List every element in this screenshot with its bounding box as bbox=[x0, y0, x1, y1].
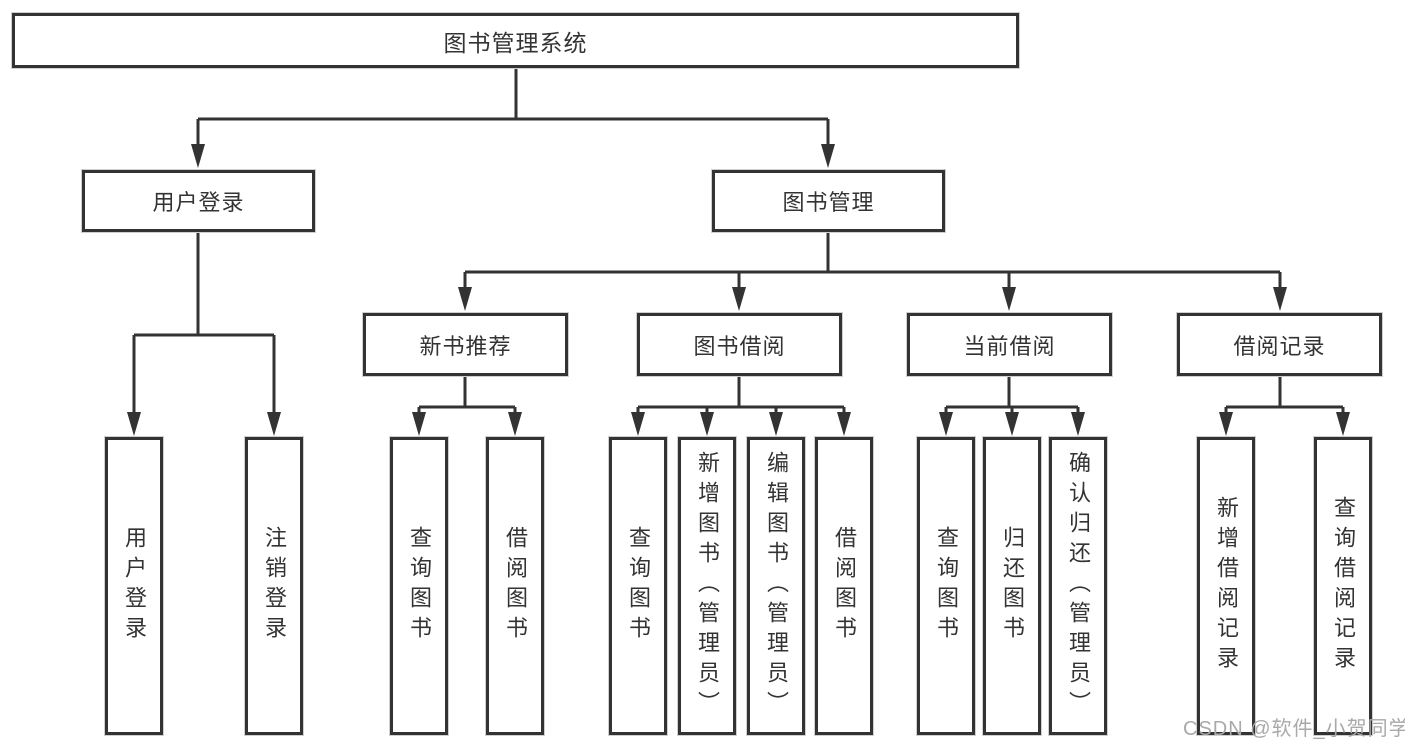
leaf-add-borrow-record: 新增借阅记录 bbox=[1197, 437, 1255, 735]
leaf-query-books-borrow: 查询图书 bbox=[609, 437, 667, 735]
leaf-borrow-books-recommend: 借阅图书 bbox=[486, 437, 544, 735]
leaf-confirm-return-admin: 确认归还（管理员） bbox=[1049, 437, 1107, 735]
arrowheads bbox=[127, 144, 1350, 436]
leaf-query-books-current: 查询图书 bbox=[917, 437, 975, 735]
leaf-query-borrow-record: 查询借阅记录 bbox=[1314, 437, 1372, 735]
node-borrow-records: 借阅记录 bbox=[1177, 313, 1382, 376]
leaf-borrow-books: 借阅图书 bbox=[815, 437, 873, 735]
node-current-borrow: 当前借阅 bbox=[907, 313, 1112, 376]
node-book-borrow: 图书借阅 bbox=[637, 313, 842, 376]
leaf-query-books-recommend: 查询图书 bbox=[390, 437, 448, 735]
node-new-book-recommend: 新书推荐 bbox=[363, 313, 568, 376]
leaf-user-login: 用户登录 bbox=[105, 437, 163, 735]
leaf-return-books: 归还图书 bbox=[983, 437, 1041, 735]
csdn-watermark: CSDN @软件_小贺同学 bbox=[1183, 718, 1405, 740]
node-root: 图书管理系统 bbox=[12, 13, 1019, 68]
node-user-login: 用户登录 bbox=[82, 170, 315, 232]
leaf-add-book-admin: 新增图书（管理员） bbox=[678, 437, 736, 735]
leaf-edit-book-admin: 编辑图书（管理员） bbox=[747, 437, 805, 735]
node-book-management: 图书管理 bbox=[712, 170, 945, 232]
leaf-logout: 注销登录 bbox=[245, 437, 303, 735]
